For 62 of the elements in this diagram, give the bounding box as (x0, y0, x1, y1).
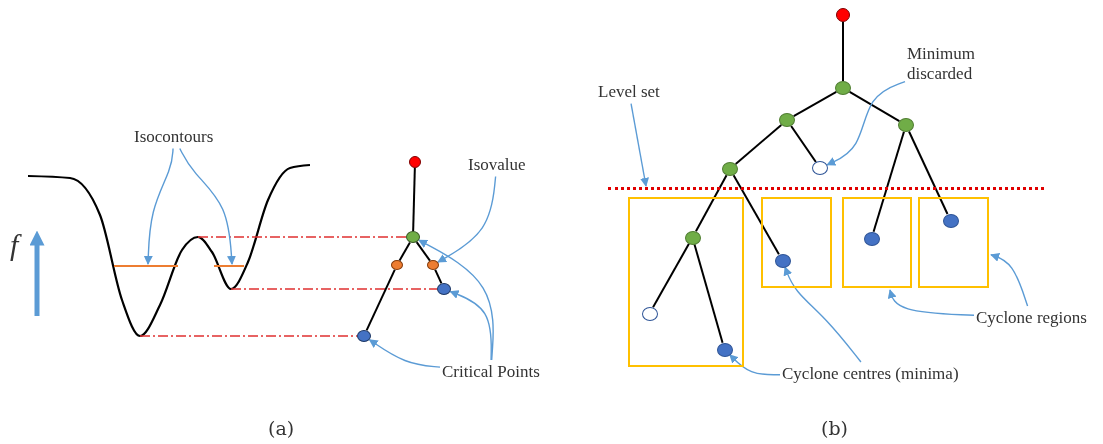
tree-node-circle (898, 118, 914, 132)
leader-line (783, 266, 862, 363)
leader-line (368, 339, 441, 368)
leader-line (990, 253, 1029, 307)
tree-edge (908, 130, 949, 215)
callout-label: Isocontours (134, 127, 214, 147)
leader-line (887, 289, 975, 316)
tree-edge (848, 90, 901, 123)
region-box (918, 197, 989, 288)
tree-edge (732, 174, 780, 256)
callout-label: Isovalue (468, 155, 526, 175)
tree-node-circle (835, 81, 851, 95)
leader-line (449, 290, 492, 361)
tree-node-circle (391, 260, 403, 270)
tree-edge (365, 268, 396, 332)
tree-edge (734, 123, 783, 166)
discarded-node-circle (641, 306, 658, 321)
region-box (761, 197, 832, 288)
tree-edge (415, 241, 431, 262)
level-set-line (608, 187, 1044, 190)
tree-node-circle (716, 342, 733, 357)
isocontour-line (114, 265, 178, 267)
leader-line (437, 175, 497, 263)
tree-edge (842, 21, 844, 82)
leader-line (826, 80, 906, 166)
callout-label: Minimum discarded (907, 44, 1002, 84)
isocontour-line (214, 265, 244, 267)
callout-label: Cyclone regions (976, 308, 1087, 328)
leader-line (418, 239, 494, 361)
discarded-node-circle (812, 161, 828, 175)
leader-line (630, 102, 649, 187)
tree-edge (412, 167, 416, 232)
region-box (628, 197, 744, 367)
tree-node-circle (942, 213, 959, 228)
tree-edge (652, 242, 690, 309)
tree-edge (398, 241, 411, 262)
tree-node-circle (779, 113, 795, 127)
leader-line (179, 147, 236, 265)
tree-node-circle (836, 8, 850, 22)
tree-node-circle (722, 162, 738, 176)
tree-edge (693, 243, 724, 344)
tree-edge (872, 130, 905, 233)
callout-label: Critical Points (442, 362, 540, 382)
leader-line (729, 354, 781, 376)
tree-edge (790, 125, 817, 163)
panel-label: (b) (821, 417, 848, 439)
panel-label: (a) (268, 417, 295, 439)
tree-node-circle (427, 260, 439, 270)
tree-node-circle (684, 230, 701, 245)
tree-edge (434, 268, 443, 285)
tree-edge (694, 174, 728, 233)
tree-node-circle (437, 283, 451, 295)
tree-node-circle (863, 231, 880, 246)
callout-label: Cyclone centres (minima) (782, 364, 959, 384)
tree-node-circle (406, 231, 420, 243)
tree-edge (792, 90, 838, 118)
callout-label: Level set (598, 82, 660, 102)
tree-node-circle (774, 253, 791, 268)
region-box (842, 197, 912, 288)
tree-node-circle (409, 156, 421, 168)
leader-line (143, 147, 174, 265)
tree-node-circle (357, 330, 371, 342)
